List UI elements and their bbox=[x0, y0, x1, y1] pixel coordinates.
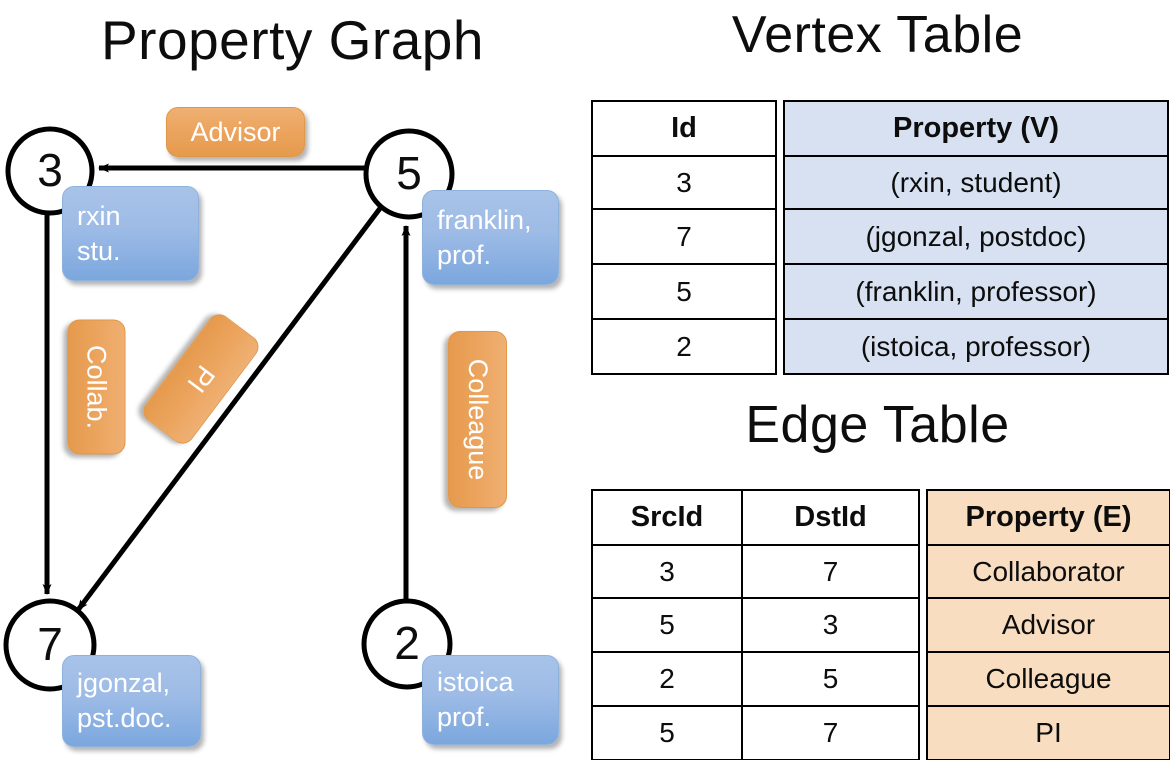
vertex-table-cell-property: (franklin, professor) bbox=[783, 265, 1169, 320]
graph-edge-tag-colleague: Colleague bbox=[448, 331, 507, 508]
edge-table-cell-srcid: 5 bbox=[591, 599, 743, 653]
graph-node-property-text-7: jgonzal, pst.doc. bbox=[77, 668, 172, 733]
vertex-table-cell-id: 3 bbox=[591, 157, 777, 210]
vertex-table-cell-id: 7 bbox=[591, 210, 777, 265]
edge-table-cell-property: PI bbox=[926, 707, 1170, 760]
vertex-table-cell-property: (istoica, professor) bbox=[783, 320, 1169, 375]
page-title-vertex-table: Vertex Table bbox=[731, 6, 1024, 64]
edge-table-column-property: Property (E) Collaborator Advisor Collea… bbox=[926, 489, 1170, 760]
graph-node-property-text-2: istoica prof. bbox=[437, 667, 514, 732]
graph-node-label-7: 7 bbox=[37, 618, 63, 670]
page-title-edge-table: Edge Table bbox=[745, 396, 1010, 454]
graph-edge-5-to-7 bbox=[76, 205, 383, 612]
graph-node-label-3: 3 bbox=[37, 144, 63, 196]
edge-table-header-property: Property (E) bbox=[926, 489, 1170, 546]
graph-node-label-2: 2 bbox=[394, 617, 420, 669]
edge-table-cell-dstid: 7 bbox=[741, 707, 920, 760]
page-title-property-graph: Property Graph bbox=[100, 9, 484, 71]
graph-node-property-box-3: rxin stu. bbox=[62, 186, 199, 281]
graph-node-property-text-5: franklin, prof. bbox=[437, 204, 532, 270]
edge-table-cell-srcid: 2 bbox=[591, 653, 743, 707]
graph-edge-tag-text-collab: Collab. bbox=[81, 344, 112, 430]
graph-edge-tag-text-advisor: Advisor bbox=[190, 116, 281, 147]
edge-table-cell-property: Advisor bbox=[926, 599, 1170, 653]
graph-node-property-box-5: franklin, prof. bbox=[422, 190, 559, 285]
vertex-table-cell-id: 5 bbox=[591, 265, 777, 320]
vertex-table-cell-property: (rxin, student) bbox=[783, 157, 1169, 210]
vertex-table-column-id: Id 3 7 5 2 bbox=[591, 100, 777, 375]
vertex-table-cell-id: 2 bbox=[591, 320, 777, 375]
edge-table-cell-srcid: 5 bbox=[591, 707, 743, 760]
vertex-table-column-property: Property (V) (rxin, student) (jgonzal, p… bbox=[783, 100, 1169, 375]
edge-table: SrcId 3 5 2 5 DstId 7 3 5 7 Property (E)… bbox=[591, 489, 1170, 760]
edge-table-cell-dstid: 3 bbox=[741, 599, 920, 653]
graph-edge-tag-text-pi: PI bbox=[181, 359, 221, 399]
edge-table-cell-property: Colleague bbox=[926, 653, 1170, 707]
graph-node-label-5: 5 bbox=[396, 147, 422, 199]
graph-edge-tag-collab: Collab. bbox=[67, 319, 126, 455]
edge-table-column-dstid: DstId 7 3 5 7 bbox=[741, 489, 920, 760]
graph-edge-tag-advisor: Advisor bbox=[166, 107, 305, 157]
graph-node-property-text-3: rxin stu. bbox=[77, 200, 121, 266]
edge-table-cell-property: Collaborator bbox=[926, 546, 1170, 599]
edge-table-cell-dstid: 5 bbox=[741, 653, 920, 707]
vertex-table: Id 3 7 5 2 Property (V) (rxin, student) … bbox=[591, 100, 1169, 375]
vertex-table-header-property: Property (V) bbox=[783, 100, 1169, 157]
edge-table-column-srcid: SrcId 3 5 2 5 bbox=[591, 489, 743, 760]
graph-edge-tag-text-colleague: Colleague bbox=[462, 358, 493, 481]
vertex-table-cell-property: (jgonzal, postdoc) bbox=[783, 210, 1169, 265]
graph-node-property-box-7: jgonzal, pst.doc. bbox=[62, 655, 201, 747]
vertex-table-header-id: Id bbox=[591, 100, 777, 157]
edge-table-cell-srcid: 3 bbox=[591, 546, 743, 599]
edge-table-header-srcid: SrcId bbox=[591, 489, 743, 546]
graph-node-property-box-2: istoica prof. bbox=[422, 655, 559, 745]
edge-table-header-dstid: DstId bbox=[741, 489, 920, 546]
edge-table-cell-dstid: 7 bbox=[741, 546, 920, 599]
